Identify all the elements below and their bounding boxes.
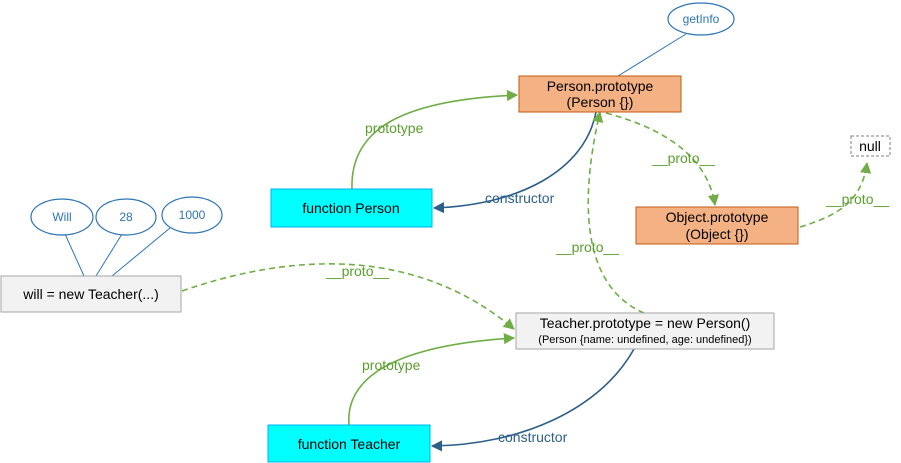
edge-label-object-proto: __proto__ [825,191,889,207]
function-teacher-label: function Teacher [298,436,401,452]
person-prototype-line1: Person.prototype [547,78,654,94]
object-proto-to-null-edge [799,161,872,228]
will-name-ellipse [30,198,94,236]
edge-label-teacher-constructor: constructor [498,429,568,445]
function-person-label: function Person [302,200,399,216]
will-salary-connector [111,227,171,277]
object-prototype-line1: Object.prototype [666,209,769,225]
teacher-proto-to-person-edge [587,110,645,314]
teacher-prototype-node [515,312,775,350]
person-constructor-edge [432,111,597,214]
edge-label-teacher-proto: __proto__ [555,239,619,255]
null-node [850,135,891,157]
will-age-connector [95,233,123,277]
edge-label-person-prototype: prototype [365,120,424,136]
object-prototype-line2: (Object {}) [685,226,748,242]
will-age-label: 28 [119,210,133,224]
edge-label-will-proto: __proto__ [325,263,389,279]
will-age-ellipse [95,198,157,236]
person-prototype-line2: (Person {}) [567,94,634,110]
person-proto-to-object-edge [605,112,719,207]
person-prototype-edge [351,89,519,190]
will-salary-ellipse [161,196,223,234]
will-name-label: Will [52,210,71,224]
teacher-prototype-edge [348,333,516,426]
object-prototype-node [635,206,799,245]
teacher-prototype-line1: Teacher.prototype = new Person() [540,315,751,331]
will-instance-label: will = new Teacher(...) [22,286,159,302]
teacher-constructor-edge [430,348,635,452]
getinfo-label: getInfo [683,12,720,26]
will-instance-node [0,275,182,313]
function-teacher-node [267,424,431,463]
null-label: null [859,138,881,154]
will-name-connector [64,233,85,277]
edge-label-teacher-prototype: prototype [362,357,421,373]
teacher-prototype-line2: (Person {name: undefined, age: undefined… [538,334,751,346]
getinfo-connector [617,33,687,77]
will-proto-to-teacher-edge [181,263,515,330]
will-salary-label: 1000 [179,208,206,222]
getinfo-ellipse [667,2,735,36]
function-person-node [270,188,433,228]
edge-label-person-constructor: constructor [485,190,555,206]
edge-label-person-proto: __proto__ [651,150,715,166]
person-prototype-node [518,75,682,113]
